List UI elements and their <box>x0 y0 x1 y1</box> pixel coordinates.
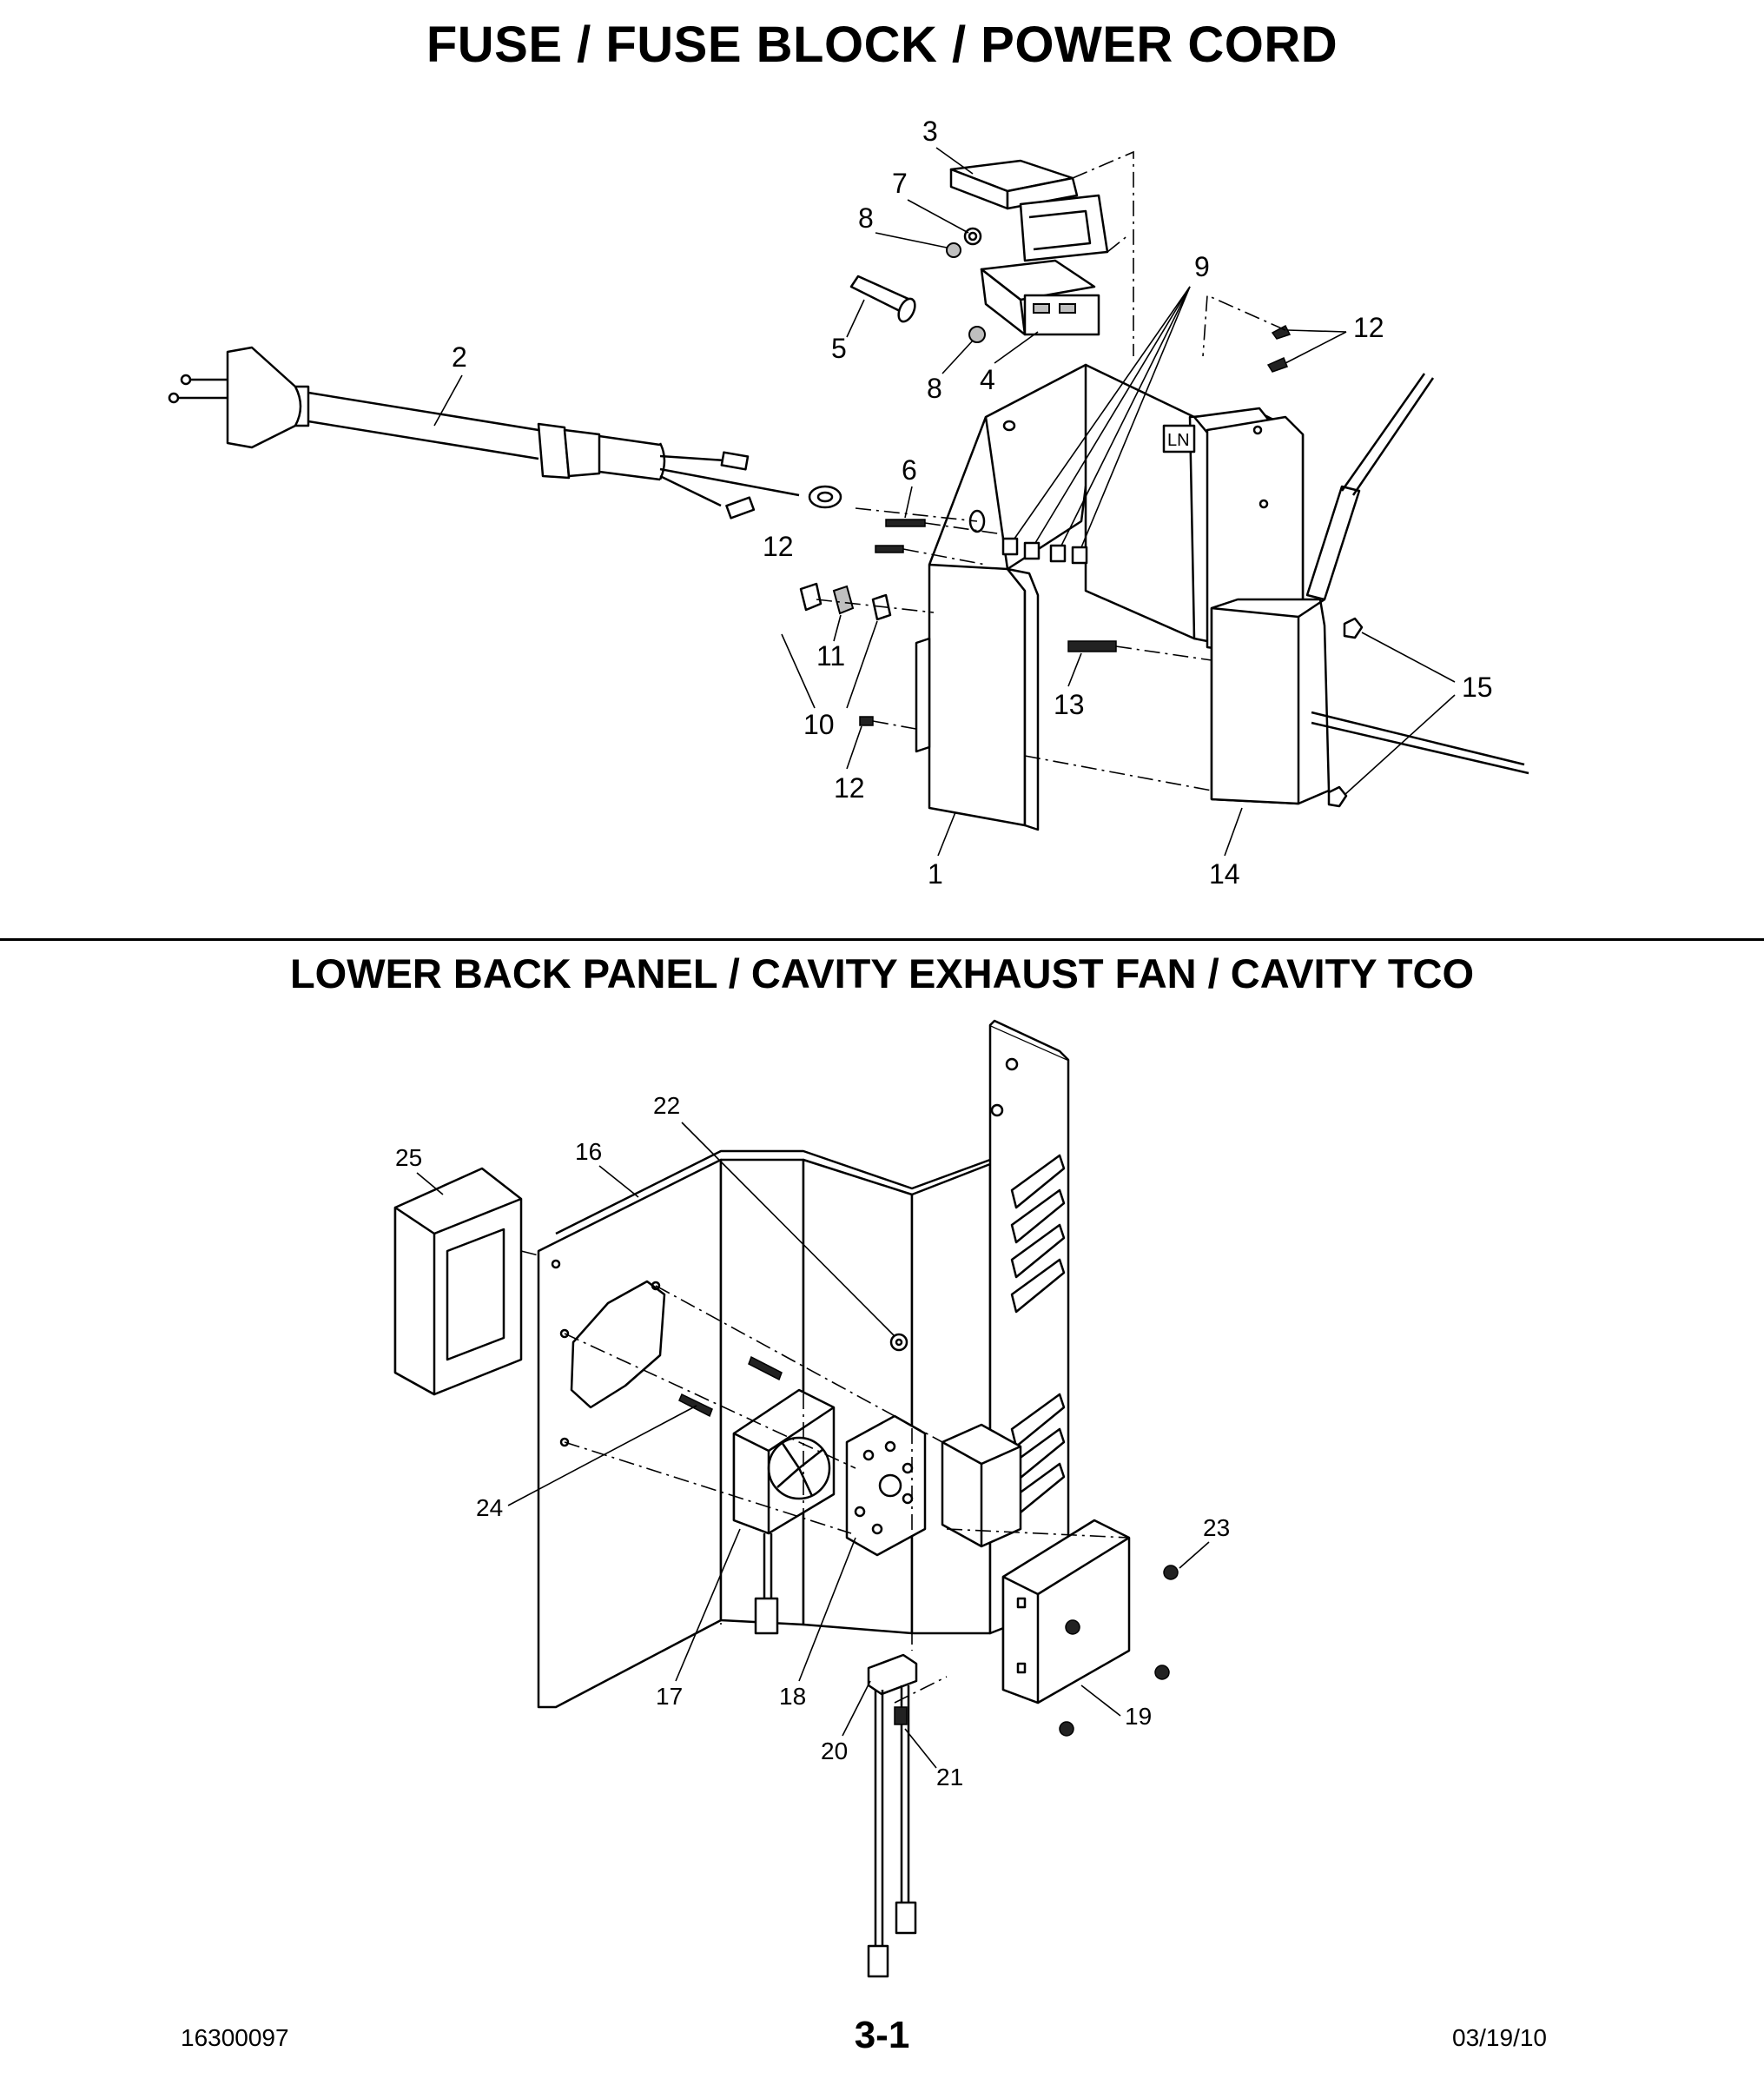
callout-label: 9 <box>1194 251 1210 282</box>
callout-label: 21 <box>936 1764 963 1790</box>
callout-label: 24 <box>476 1494 503 1521</box>
callout-label: 8 <box>927 373 942 404</box>
callout-label: 12 <box>763 531 794 562</box>
cover-19-part <box>1001 1519 1179 1737</box>
callout-label: 16 <box>575 1138 602 1165</box>
page-number: 3-1 <box>854 2014 910 2056</box>
callout-label: 11 <box>816 640 845 672</box>
callout-label: 8 <box>858 202 874 234</box>
callout-label: 1 <box>928 858 943 890</box>
callout-label: 13 <box>1054 689 1085 720</box>
tco-bracket-part <box>941 1423 1022 1548</box>
callout-label: 20 <box>821 1738 848 1764</box>
fasteners-bottom <box>520 1164 1130 1704</box>
callout-label: 3 <box>922 116 938 147</box>
callout-label: 4 <box>980 364 995 395</box>
fuse-block-parts <box>849 150 1134 356</box>
tco-sensor-part <box>867 1653 918 1978</box>
power-cord-part <box>168 346 842 520</box>
cavity-fan-17-part <box>732 1388 836 1635</box>
document-number: 16300097 <box>181 2024 289 2051</box>
fan-guard-18-part <box>845 1414 927 1557</box>
callout-label: 25 <box>395 1144 422 1171</box>
callout-label: 15 <box>1462 672 1493 703</box>
ln-marking: LN <box>1167 431 1190 450</box>
section-title-fuse-block: FUSE / FUSE BLOCK / POWER CORD <box>426 17 1338 73</box>
callout-label: 7 <box>892 168 908 199</box>
callout-label: 10 <box>803 709 835 740</box>
section-divider <box>0 938 1764 941</box>
section-title-lower-back-panel: LOWER BACK PANEL / CAVITY EXHAUST FAN / … <box>289 950 1475 996</box>
cover-14-part <box>1210 373 1529 808</box>
callout-label: 12 <box>834 772 865 804</box>
callout-label: 18 <box>779 1683 806 1710</box>
callout-label: 12 <box>1353 312 1384 343</box>
gasket-25-part <box>393 1167 523 1396</box>
bottom-callouts: 22 25 16 24 17 18 23 19 20 21 <box>395 1092 1230 1790</box>
callout-label: 14 <box>1209 858 1240 890</box>
callout-label: 17 <box>656 1683 683 1710</box>
callout-label: 6 <box>902 454 917 486</box>
callout-label: 23 <box>1203 1514 1230 1541</box>
fasteners-top <box>799 294 1292 791</box>
callout-label: 5 <box>831 333 847 364</box>
callout-label: 19 <box>1125 1703 1152 1730</box>
document-date: 03/19/10 <box>1452 2024 1547 2051</box>
callout-label: 2 <box>452 341 467 373</box>
callout-label: 22 <box>653 1092 680 1119</box>
top-callouts: 3 7 8 9 5 8 4 12 2 6 12 11 10 13 15 12 <box>433 116 1493 890</box>
